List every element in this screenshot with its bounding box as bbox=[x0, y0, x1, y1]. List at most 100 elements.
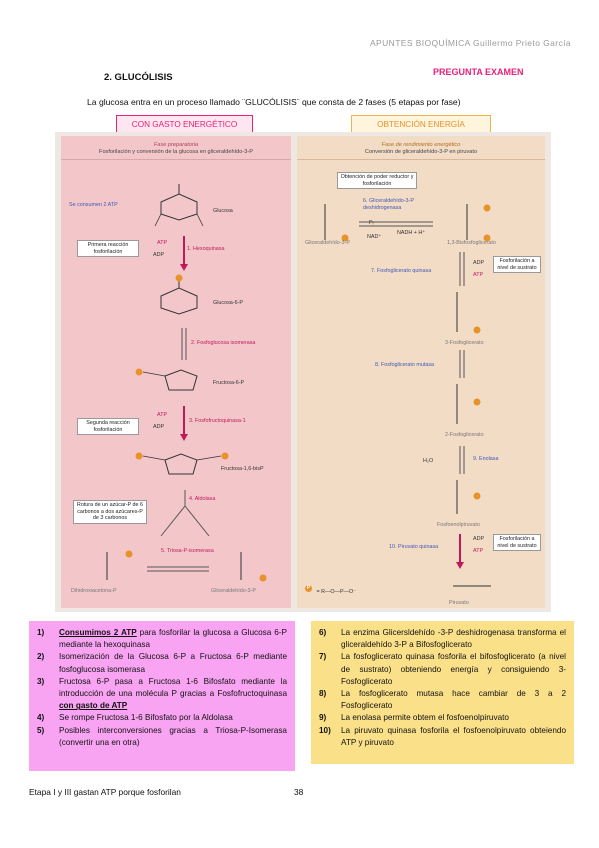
compound-gliceraldehido-3p-left: Gliceraldehído-3-P bbox=[211, 588, 256, 594]
first-phosphorylation-box: Primera reacción fosforilación bbox=[77, 240, 139, 257]
footer-note: Etapa I y III gastan ATP porque fosforil… bbox=[29, 787, 181, 797]
compound-glucosa-6p: Glucosa-6-P bbox=[213, 300, 243, 306]
note-number: 6) bbox=[319, 628, 327, 637]
note-number: 2) bbox=[37, 652, 45, 662]
enzyme-triosa-p-isomerasa: 5. Triosa-P-isomerasa bbox=[161, 548, 214, 554]
note-text: La enolasa permite obtem el fosfoenolpir… bbox=[341, 713, 509, 723]
h2o-label: H₂O bbox=[423, 458, 434, 464]
note-text: Fructosa 6-P pasa a Fructosa 1-6 Bifosfa… bbox=[59, 676, 287, 699]
note-item: 7) La fosfoglicerato quinasa fosforila el… bbox=[319, 651, 566, 688]
page-number: 38 bbox=[294, 787, 304, 797]
note-text: Posibles interconversiones gracias a Tri… bbox=[59, 725, 287, 747]
payoff-phase-header: Fase de rendimiento energético Conversió… bbox=[297, 142, 545, 160]
note-number: 7) bbox=[319, 652, 327, 662]
enzyme-aldolasa: 4. Aldolasa bbox=[189, 496, 216, 502]
note-item: 3) Fructosa 6-P pasa a Fructosa 1-6 Bifos… bbox=[37, 676, 287, 713]
atp-label-1: ATP bbox=[157, 240, 168, 246]
compound-fructosa-6p: Fructosa-6-P bbox=[213, 380, 245, 386]
reaction-arrow-7 bbox=[459, 252, 465, 286]
note-text: Se rompe Fructosa 1-6 Bifosfato por la A… bbox=[59, 713, 233, 723]
compound-2-fosfoglicerato: 2-Fosfoglicerato bbox=[445, 432, 484, 438]
pi-label: Pᵢ bbox=[369, 220, 374, 226]
compound-13-bisfosfoglicerato: 1,3-Bisfosfoglicerato bbox=[447, 240, 496, 246]
notes-preparatory-phase: 1) Consumimos 2 ATP para fosforilar la gl… bbox=[29, 621, 295, 771]
compound-fosfoenolpiruvato: Fosfoenolpiruvato bbox=[437, 522, 480, 528]
note-text: La enzima Glicersldehído -3-P deshidroge… bbox=[341, 628, 566, 650]
reaction-arrow-8 bbox=[459, 350, 465, 378]
preparatory-phase-subtitle: Fosforilación y conversión de la glucosa… bbox=[99, 149, 253, 155]
enzyme-gap-deshidrogenasa: 6. Gliceraldehído-3-P deshidrogenasa bbox=[363, 198, 414, 211]
compound-dihidroxiacetona-p: Dihidroxiacetona-P bbox=[71, 588, 117, 594]
note-number: 8) bbox=[319, 689, 327, 699]
note-item: 1) Consumimos 2 ATP para fosforilar la gl… bbox=[37, 627, 287, 651]
pyruvate-structure bbox=[453, 585, 491, 587]
enzyme-piruvato-quinasa: 10. Piruvato quinasa bbox=[389, 544, 439, 550]
note-number: 9) bbox=[319, 713, 327, 723]
nadh-label: NADH + H⁺ bbox=[397, 230, 426, 236]
substrate-phosphorylation-box-1: Fosforilación a nivel de sustrato bbox=[493, 256, 541, 273]
phosphate-legend-text: = R—O—P—O⁻ bbox=[316, 589, 356, 595]
gap-structure-right bbox=[324, 204, 349, 242]
note-number: 4) bbox=[37, 713, 45, 723]
reducing-power-box: Obtención de poder reductor y fosforilac… bbox=[337, 172, 417, 189]
note-item: 2) Isomerización de la Glucosa 6-P a Fruc… bbox=[37, 651, 287, 675]
second-phosphorylation-box: Segunda reacción fosforilación bbox=[77, 418, 139, 435]
dhap-structure bbox=[106, 550, 133, 580]
cleavage-box: Rotura de un azúcar-P de 6 carbonos a do… bbox=[73, 500, 147, 524]
note-item: 10) La piruvato quinasa fosforila el fosf… bbox=[319, 725, 566, 749]
compound-3-fosfoglicerato: 3-Fosfoglicerato bbox=[445, 340, 484, 346]
preparatory-phase-panel: Fase preparatoria Fosforilación y conver… bbox=[61, 136, 291, 608]
note-emphasis: Consumimos 2 ATP bbox=[59, 628, 137, 637]
atp-label-7: ATP bbox=[473, 272, 484, 278]
enzyme-fosfoglicerato-mutasa: 8. Fosfoglicerato mutasa bbox=[375, 362, 435, 368]
notes-payoff-phase: 6) La enzima Glicersldehído -3-P deshidro… bbox=[311, 621, 574, 764]
payoff-phase-panel: Fase de rendimiento energético Conversió… bbox=[297, 136, 545, 608]
compound-glucosa: Glucosa bbox=[213, 208, 233, 214]
gap-structure-left bbox=[240, 552, 267, 582]
note-text: para fosforilar la glucosa a Glucosa 6-P… bbox=[59, 628, 287, 650]
note-item: 5) Posibles interconversiones gracias a T… bbox=[37, 725, 287, 749]
note-text: La piruvato quinasa fosforila el fosfoen… bbox=[341, 725, 566, 747]
reaction-arrow-9 bbox=[459, 446, 465, 474]
enzyme-fosfofructoquinasa-1: 3. Fosfofructoquinasa-1 bbox=[189, 418, 246, 424]
adp-label-7: ADP bbox=[473, 260, 485, 266]
exam-tag: PREGUNTA EXAMEN bbox=[433, 67, 524, 77]
running-head: APUNTES BIOQUÍMICA Guillermo Prieto Garc… bbox=[369, 38, 571, 48]
enzyme-hexoquinasa: 1. Hexoquinasa bbox=[187, 246, 225, 252]
glucose-structure bbox=[154, 184, 204, 227]
compound-piruvato: Piruvato bbox=[449, 600, 469, 606]
nad-label: NAD⁺ bbox=[367, 234, 382, 240]
note-text: La fosfoglicerato mutasa hace cambiar de… bbox=[341, 689, 566, 711]
aldolase-split-arrows bbox=[160, 490, 210, 537]
note-text: La fosfoglicerato quinasa fosforila el b… bbox=[341, 652, 566, 686]
note-number: 5) bbox=[37, 725, 45, 735]
fructose-6p-structure bbox=[135, 368, 198, 391]
intro-text: La glucosa entra en un proceso llamado ¨… bbox=[87, 97, 461, 107]
note-item: 6) La enzima Glicersldehído -3-P deshidro… bbox=[319, 627, 566, 651]
glucose-6p-structure bbox=[160, 274, 198, 315]
note-number: 1) bbox=[37, 628, 45, 637]
atp-label-10: ATP bbox=[473, 548, 484, 554]
atp-consumed-label: Se consumen 2 ATP bbox=[69, 202, 118, 208]
compound-fructosa-16bisp: Fructosa-1,6-bisP bbox=[221, 466, 264, 472]
preparatory-phase-title: Fase preparatoria bbox=[153, 142, 199, 148]
substrate-phosphorylation-box-2: Fosforilación a nivel de sustrato bbox=[493, 534, 541, 551]
note-number: 3) bbox=[37, 676, 45, 686]
3pg-structure bbox=[456, 292, 481, 334]
preparatory-phase-header: Fase preparatoria Fosforilación y conver… bbox=[61, 142, 291, 160]
reaction-arrow-1 bbox=[180, 236, 188, 271]
reaction-arrow-10 bbox=[456, 534, 464, 569]
note-number: 10) bbox=[319, 725, 331, 735]
adp-label-10: ADP bbox=[473, 536, 485, 542]
enzyme-enolasa: 9. Enolasa bbox=[473, 456, 499, 462]
note-item: 9) La enolasa permite obtem el fosfoenolp… bbox=[319, 712, 566, 724]
2pg-structure bbox=[456, 384, 481, 424]
note-item: 4) Se rompe Fructosa 1-6 Bifosfato por la… bbox=[37, 712, 287, 724]
note-item: 8) La fosfoglicerato mutasa hace cambiar … bbox=[319, 688, 566, 712]
compound-gliceraldehido-3p-right: Gliceraldehído-3-P bbox=[305, 240, 350, 246]
note-emphasis: con gasto de ATP bbox=[59, 701, 128, 711]
glycolysis-diagram: Fase preparatoria Fosforilación y conver… bbox=[55, 132, 551, 612]
phosphate-legend: P = R—O—P—O⁻ bbox=[305, 580, 356, 598]
phosphate-icon: P bbox=[305, 585, 312, 593]
note-text: Isomerización de la Glucosa 6-P a Fructo… bbox=[59, 652, 287, 674]
